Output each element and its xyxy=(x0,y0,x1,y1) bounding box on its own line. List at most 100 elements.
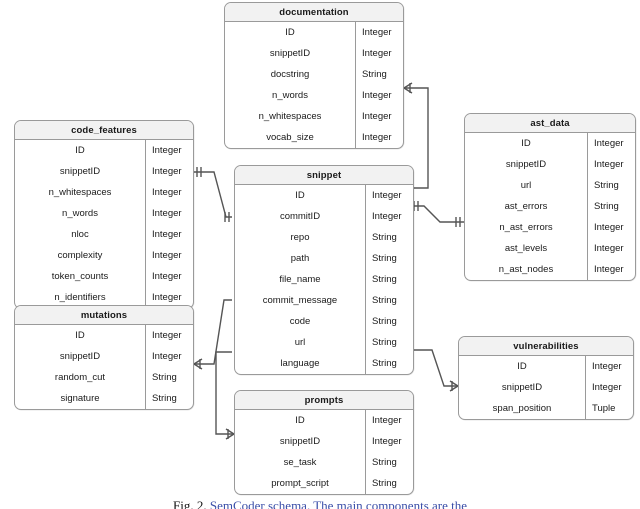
field-type: Integer xyxy=(145,346,193,367)
field-name: file_name xyxy=(279,274,321,285)
field-name: repo xyxy=(290,232,310,243)
field-name: snippetID xyxy=(59,351,101,362)
field-type: Integer xyxy=(587,238,635,259)
field-type: Integer xyxy=(587,154,635,175)
field-row[interactable]: snippetID Integer xyxy=(15,161,193,182)
field-row[interactable]: snippetID Integer xyxy=(15,346,193,367)
field-name: url xyxy=(294,337,306,348)
field-row[interactable]: n_words Integer xyxy=(15,203,193,224)
field-type: Integer xyxy=(355,43,403,64)
field-row[interactable]: url String xyxy=(465,175,635,196)
edge-prompts-snippet xyxy=(215,351,234,435)
field-name: ID xyxy=(75,145,85,156)
field-name: se_task xyxy=(283,457,317,468)
field-type: Tuple xyxy=(585,398,633,419)
field-type: Integer xyxy=(145,182,193,203)
field-row[interactable]: snippetID Integer xyxy=(225,43,403,64)
field-row[interactable]: path String xyxy=(235,248,413,269)
figure-caption: Fig. 2. SemCoder schema. The main compon… xyxy=(0,498,640,509)
field-name: token_counts xyxy=(51,271,109,282)
field-type: Integer xyxy=(585,356,633,377)
field-row[interactable]: span_position Tuple xyxy=(459,398,633,419)
field-type: Integer xyxy=(145,161,193,182)
field-type: Integer xyxy=(145,140,193,161)
field-type: Integer xyxy=(145,224,193,245)
entity-title-snippet: snippet xyxy=(235,166,413,185)
field-name: path xyxy=(290,253,310,264)
field-row[interactable]: repo String xyxy=(235,227,413,248)
field-name: snippetID xyxy=(505,159,547,170)
field-type: String xyxy=(365,248,413,269)
field-name: n_words xyxy=(272,90,308,101)
field-row[interactable]: commitID Integer xyxy=(235,206,413,227)
field-type: Integer xyxy=(355,106,403,127)
field-type: String xyxy=(365,290,413,311)
field-row[interactable]: snippetID Integer xyxy=(465,154,635,175)
field-type: Integer xyxy=(365,206,413,227)
caption-label: Fig. 2. xyxy=(173,498,207,509)
field-name: commitID xyxy=(279,211,321,222)
field-name: n_identifiers xyxy=(54,292,106,303)
field-name: span_position xyxy=(492,403,552,414)
field-type: String xyxy=(365,353,413,374)
field-name: complexity xyxy=(57,250,103,261)
entity-title-ast_data: ast_data xyxy=(465,114,635,133)
field-type: Integer xyxy=(145,325,193,346)
field-row[interactable]: ID Integer xyxy=(15,140,193,161)
field-name: code xyxy=(289,316,311,327)
field-type: Integer xyxy=(587,259,635,280)
field-type: String xyxy=(365,452,413,473)
field-name: url xyxy=(520,180,532,191)
field-name: snippetID xyxy=(59,166,101,177)
field-row[interactable]: se_task String xyxy=(235,452,413,473)
field-name: n_words xyxy=(62,208,98,219)
field-type: Integer xyxy=(585,377,633,398)
field-type: Integer xyxy=(145,203,193,224)
field-name: snippetID xyxy=(269,48,311,59)
edge-ast-data-snippet xyxy=(412,205,464,223)
field-type: String xyxy=(365,227,413,248)
field-type: String xyxy=(587,175,635,196)
